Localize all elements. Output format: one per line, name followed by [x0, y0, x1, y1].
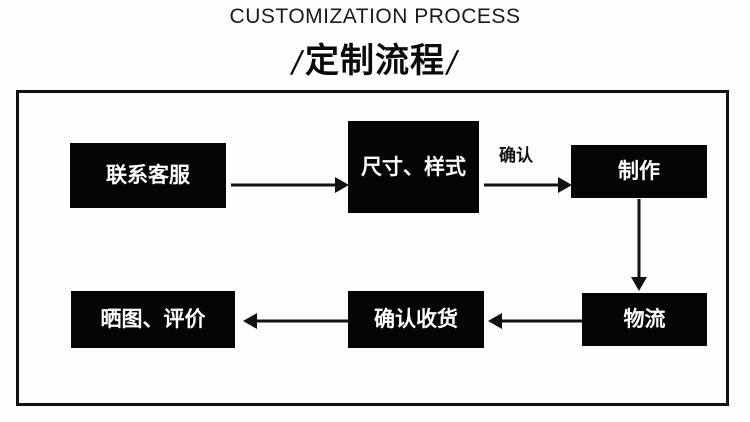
process-step-contact[interactable]: 联系客服 [70, 143, 226, 208]
arrow-left-receipt-to-review [239, 309, 351, 333]
arrow-right-contact-to-size [231, 173, 351, 197]
slash-right-decoration: / [443, 45, 462, 80]
process-step-photo-review[interactable]: 晒图、评价 [71, 291, 235, 348]
process-step-size-style[interactable]: 尺寸、样式 [348, 121, 479, 213]
title-chinese-wrapper: /定制流程/ [0, 33, 750, 82]
process-step-production[interactable]: 制作 [571, 145, 707, 198]
arrow-left-logistics-to-receipt [486, 309, 584, 333]
title-chinese: 定制流程 [305, 41, 445, 81]
arrow-right-size-to-production [484, 173, 574, 197]
process-step-logistics[interactable]: 物流 [582, 293, 707, 346]
arrow-down-production-to-logistics [627, 199, 651, 293]
title-english: CUSTOMIZATION PROCESS [229, 5, 521, 28]
edge-label-confirm: 确认 [499, 146, 533, 166]
process-step-confirm-receipt[interactable]: 确认收货 [348, 291, 484, 348]
